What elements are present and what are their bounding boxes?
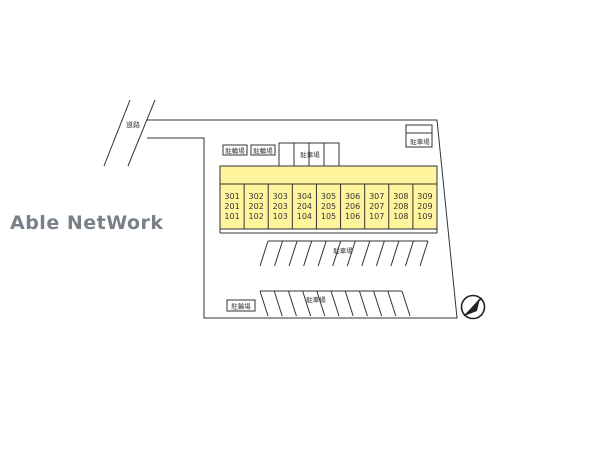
parking-middle xyxy=(259,240,429,267)
parking-stall-line xyxy=(344,290,354,317)
bicycle-parking-3: 駐輪場 xyxy=(226,299,256,312)
bicycle-parking-3-label: 駐輪場 xyxy=(231,302,251,311)
parking-stall-line xyxy=(330,290,340,317)
building-upper-band xyxy=(219,165,438,185)
unit-number: 106 xyxy=(345,212,360,221)
parking-stall-line xyxy=(346,240,356,267)
parking-stall-line xyxy=(358,290,368,317)
parking-top-right: 駐車場 xyxy=(405,124,433,148)
unit-number: 103 xyxy=(273,212,288,221)
parking-stall-line xyxy=(361,240,371,267)
parking-stall-line xyxy=(273,290,283,317)
road xyxy=(103,99,156,167)
unit-number: 302 xyxy=(249,192,264,201)
unit-number: 309 xyxy=(417,192,432,201)
unit-number: 203 xyxy=(273,202,288,211)
parking-stall-line xyxy=(401,290,411,317)
unit-number: 304 xyxy=(297,192,312,201)
unit-number: 205 xyxy=(321,202,336,211)
parking-stall-line xyxy=(259,290,269,317)
unit-number: 307 xyxy=(369,192,384,201)
parking-stall-line xyxy=(390,240,400,267)
parking-top-right-label: 駐車場 xyxy=(410,137,430,146)
bicycle-parking-1-label: 駐輪場 xyxy=(225,146,245,155)
unit-number: 305 xyxy=(321,192,336,201)
watermark: Able NetWork xyxy=(10,212,164,234)
unit-number: 207 xyxy=(369,202,384,211)
bicycle-parking-1: 駐輪場 xyxy=(222,144,248,156)
unit-number: 104 xyxy=(297,212,312,221)
unit-number: 308 xyxy=(393,192,408,201)
parking-stall-line xyxy=(316,290,326,317)
unit-number: 108 xyxy=(393,212,408,221)
unit-number: 107 xyxy=(369,212,384,221)
bicycle-parking-2: 駐輪場 xyxy=(250,144,276,156)
parking-middle-label: 駐車場 xyxy=(333,246,353,255)
parking-stall-line xyxy=(259,240,269,267)
unit-number: 109 xyxy=(417,212,432,221)
building-units-row xyxy=(219,183,438,230)
parking-stall-line xyxy=(373,290,383,317)
parking-stall-line xyxy=(387,290,397,317)
unit-number: 301 xyxy=(224,192,239,201)
north-arrow-icon xyxy=(460,294,486,320)
parking-small-top-label: 駐車場 xyxy=(300,150,320,159)
unit-number: 101 xyxy=(224,212,239,221)
parking-stall-line xyxy=(274,240,284,267)
unit-number: 306 xyxy=(345,192,360,201)
parking-stall-line xyxy=(404,240,414,267)
parking-stall-line xyxy=(303,240,313,267)
parking-stall-line xyxy=(317,240,327,267)
bicycle-parking-2-label: 駐輪場 xyxy=(253,146,273,155)
parking-stall-line xyxy=(419,240,429,267)
road-label: 道路 xyxy=(126,120,140,129)
parking-bottom xyxy=(259,290,411,317)
unit-number: 102 xyxy=(249,212,264,221)
parking-stall-line xyxy=(375,240,385,267)
parking-stall-line xyxy=(287,290,297,317)
site-boundary xyxy=(147,119,458,319)
unit-number: 208 xyxy=(393,202,408,211)
parking-stall-line xyxy=(302,290,312,317)
apartment-building: 3012011013022021023032031033042041043052… xyxy=(219,165,438,234)
unit-number: 303 xyxy=(273,192,288,201)
parking-bottom-label: 駐車場 xyxy=(306,295,326,304)
unit-number: 201 xyxy=(224,202,239,211)
parking-stall-line xyxy=(332,240,342,267)
unit-number: 206 xyxy=(345,202,360,211)
unit-number: 105 xyxy=(321,212,336,221)
unit-number: 202 xyxy=(249,202,264,211)
unit-number: 204 xyxy=(297,202,312,211)
parking-stall-line xyxy=(288,240,298,267)
unit-number: 209 xyxy=(417,202,432,211)
